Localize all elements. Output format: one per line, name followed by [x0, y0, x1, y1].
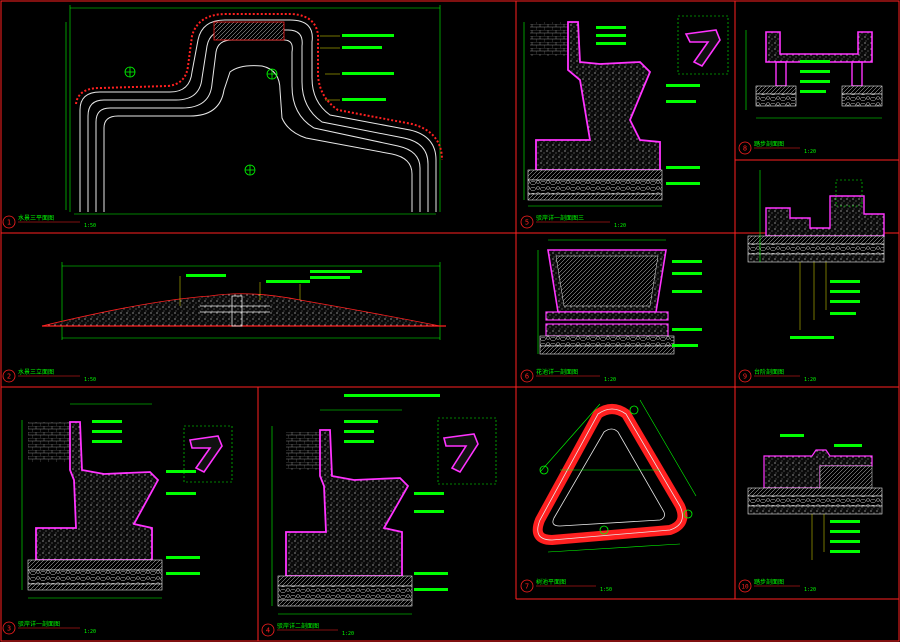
title-block-6: 6 花池详一剖面图 1:20 — [520, 368, 616, 383]
panel-6-section — [537, 239, 702, 355]
panel-title: 水景三平面图 — [18, 214, 54, 222]
panel-title: 驳岸详一剖面图 — [18, 620, 60, 628]
leader-notes-panel-3 — [92, 420, 200, 575]
leader-notes-panel-4 — [344, 394, 448, 591]
panel-number: 5 — [525, 219, 529, 227]
panel-scale: 1:20 — [614, 223, 626, 229]
leader-notes-panel-1 — [342, 34, 394, 101]
panel-scale: 1:20 — [804, 587, 816, 593]
leader-notes-panel-6 — [672, 260, 702, 347]
panel-number: 2 — [7, 373, 11, 381]
panel-scale: 1:50 — [84, 223, 96, 229]
panel-title: 水景三立面图 — [18, 368, 54, 376]
panel-1-plan — [65, 5, 443, 215]
panel-scale: 1:20 — [804, 149, 816, 155]
panel-scale: 1:20 — [84, 629, 96, 635]
panel-4-section — [271, 394, 497, 615]
title-block-4: 4 驳岸详二剖面图 1:20 — [261, 622, 354, 637]
title-block-2: 2 水景三立面图 1:50 — [2, 368, 96, 383]
leader-notes-panel-8 — [800, 60, 830, 93]
panel-title: 踏步剖面图 — [754, 140, 784, 148]
panel-2-elevation — [41, 262, 446, 340]
panel-3-section — [21, 403, 233, 599]
title-block-10: 10 踏步剖面图 1:20 — [738, 578, 816, 593]
panel-title: 驳岸详二剖面图 — [277, 622, 319, 630]
panel-scale: 1:20 — [342, 631, 354, 637]
panel-scale: 1:50 — [600, 587, 612, 593]
panel-8-section — [745, 30, 883, 119]
panel-number: 9 — [743, 373, 747, 381]
leader-notes-panel-10 — [780, 434, 862, 553]
title-block-7: 7 树池平面图 1:50 — [520, 578, 612, 593]
panel-title: 树池平面图 — [536, 578, 566, 586]
title-block-3: 3 驳岸详一剖面图 1:20 — [2, 620, 96, 635]
panel-number: 10 — [741, 584, 749, 591]
panel-10-section — [747, 434, 883, 560]
panel-title: 花池详一剖面图 — [536, 368, 578, 376]
panel-scale: 1:20 — [604, 377, 616, 383]
panel-title: 驳岸详一剖面图三 — [536, 214, 584, 222]
panel-number: 7 — [525, 583, 529, 591]
panel-9-section — [747, 170, 885, 339]
panel-number: 6 — [525, 373, 529, 381]
title-block-5: 5 驳岸详一剖面图三 1:20 — [520, 214, 626, 229]
panel-number: 8 — [743, 145, 747, 153]
panel-scale: 1:50 — [84, 377, 96, 383]
panel-5-section — [523, 15, 729, 207]
panel-title: 踏步剖面图 — [754, 578, 784, 586]
panel-number: 4 — [266, 627, 270, 635]
panel-7-plan — [532, 399, 697, 553]
title-block-8: 8 踏步剖面图 1:20 — [738, 140, 816, 155]
panel-number: 1 — [7, 219, 11, 227]
leader-notes-panel-5 — [596, 26, 700, 185]
leader-notes-panel-2 — [186, 270, 362, 283]
leader-notes-panel-9 — [790, 280, 860, 339]
panel-title: 台阶剖面图 — [754, 368, 784, 376]
panel-number: 3 — [7, 625, 11, 633]
title-block-1: 1 水景三平面图 1:50 — [2, 214, 96, 229]
title-block-9: 9 台阶剖面图 1:20 — [738, 368, 816, 383]
panel-scale: 1:20 — [804, 377, 816, 383]
